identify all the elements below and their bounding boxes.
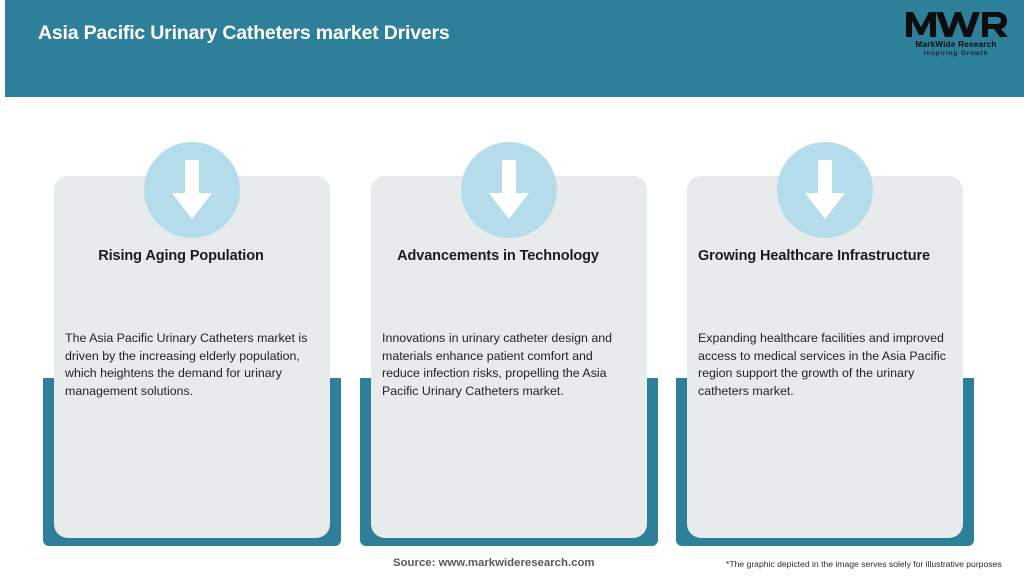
down-arrow-icon xyxy=(489,160,529,219)
logo-tagline: Inspiring Growth xyxy=(923,50,989,57)
source-label: Source: www.markwideresearch.com xyxy=(393,557,595,569)
card-body-text: Innovations in urinary catheter design a… xyxy=(382,331,613,398)
card-heading: Rising Aging Population xyxy=(98,248,264,264)
down-arrow-icon xyxy=(172,160,212,219)
card-heading: Advancements in Technology xyxy=(397,248,599,264)
card-heading: Growing Healthcare Infrastructure xyxy=(698,248,930,264)
down-arrow-icon xyxy=(805,160,845,219)
driver-card-2: Advancements in Technology Innovations i… xyxy=(360,142,658,546)
driver-card-3: Growing Healthcare Infrastructure Expand… xyxy=(676,142,974,546)
header-bar: Asia Pacific Urinary Catheters market Dr… xyxy=(5,0,1024,97)
brand-logo: MarkWide Research Inspiring Growth xyxy=(902,8,1010,60)
mwr-monogram-icon xyxy=(906,12,1008,37)
card-body-text: Expanding healthcare facilities and impr… xyxy=(698,331,946,398)
card-icon-circle xyxy=(144,142,240,238)
logo-company-name: MarkWide Research xyxy=(915,40,997,49)
card-icon-circle xyxy=(777,142,873,238)
disclaimer-label: *The graphic depicted in the image serve… xyxy=(726,559,1002,569)
card-icon-circle xyxy=(461,142,557,238)
page-title: Asia Pacific Urinary Catheters market Dr… xyxy=(38,22,450,44)
driver-card-1: Rising Aging Population The Asia Pacific… xyxy=(43,142,341,546)
card-body-text: The Asia Pacific Urinary Catheters marke… xyxy=(65,331,308,398)
